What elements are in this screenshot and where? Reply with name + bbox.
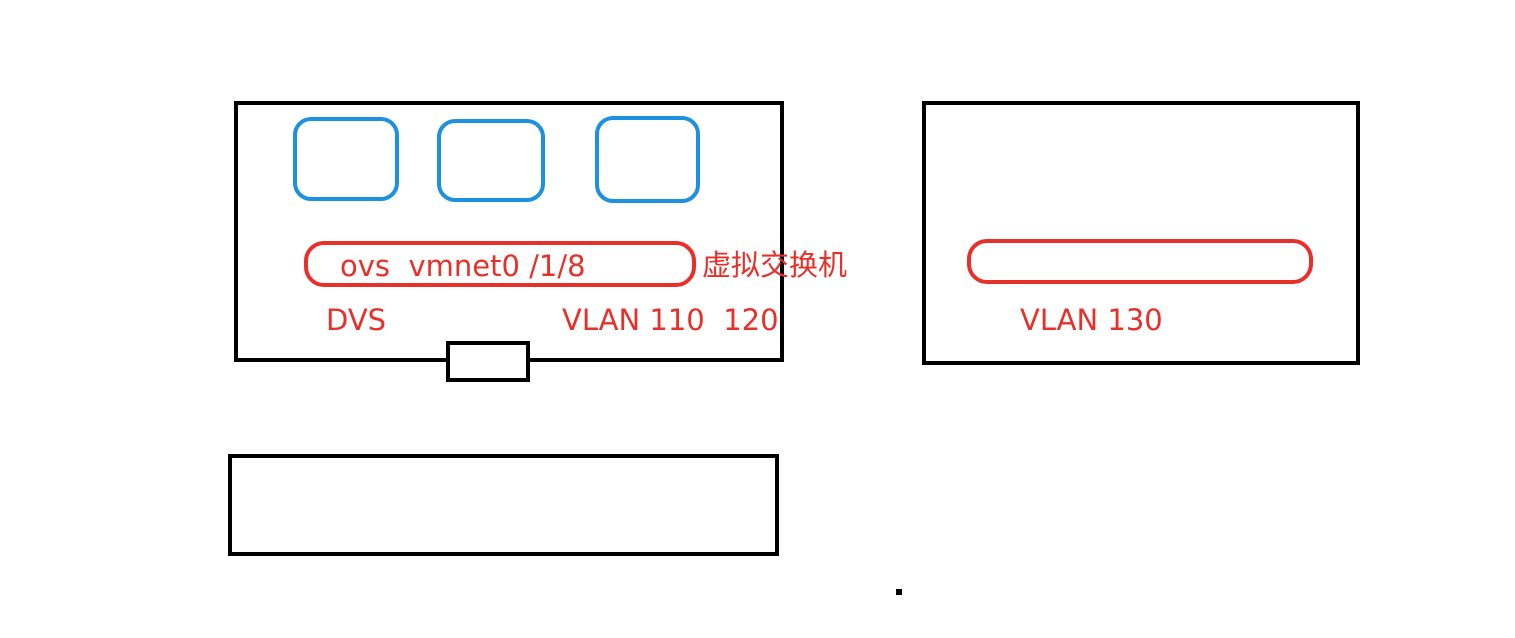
- virtual-switch-label: 虚拟交换机: [702, 248, 847, 282]
- uplink-port: [446, 341, 530, 382]
- vlan-left-label: VLAN 110 120: [562, 303, 779, 337]
- dvs-label: DVS: [326, 303, 386, 337]
- vm-2: [437, 119, 545, 202]
- ovs-vmnet-label: ovs vmnet0 /1/8: [340, 249, 586, 283]
- virtual-switch-left: [304, 241, 696, 287]
- vm-3: [595, 116, 700, 203]
- physical-switch-box: [228, 454, 779, 556]
- stray-dot: [896, 589, 902, 595]
- virtual-switch-right: [967, 239, 1313, 284]
- vm-1: [293, 117, 399, 201]
- vlan-right-label: VLAN 130: [1020, 303, 1163, 337]
- host-box-right: [922, 101, 1360, 365]
